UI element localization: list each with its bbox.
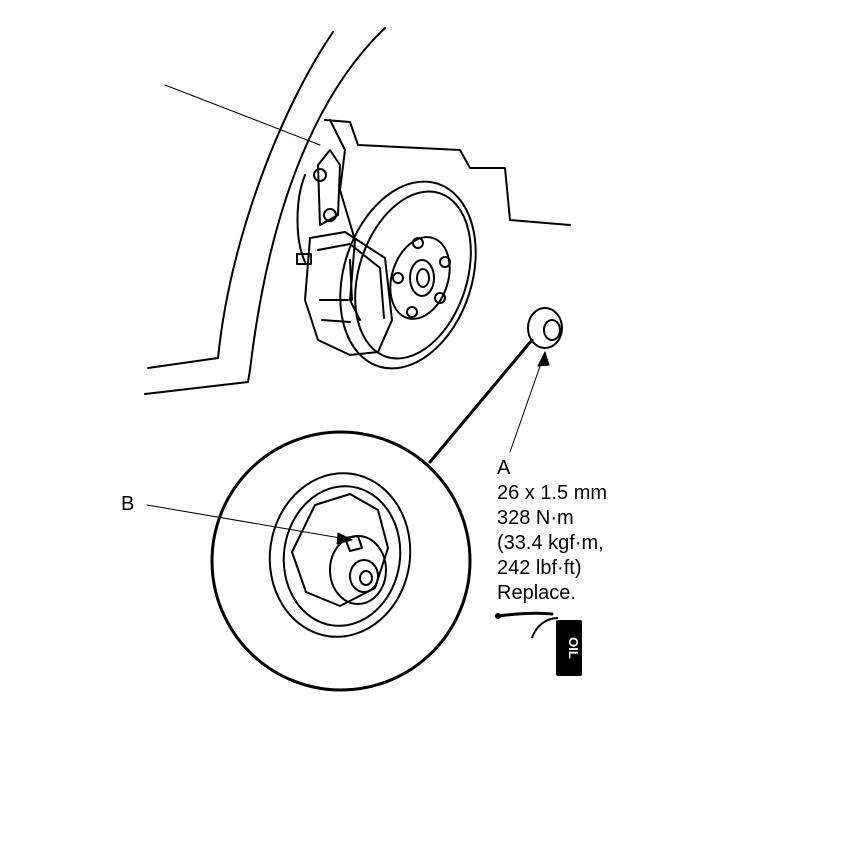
detail-hub-flange: [268, 472, 412, 638]
hub-center: [409, 259, 435, 297]
brake-caliper: [304, 231, 393, 356]
knuckle-bolt-2: [323, 208, 337, 222]
hub-spindle: [416, 268, 430, 288]
spec-line-replace: Replace.: [497, 582, 576, 604]
spec-line-torque-kgf: (33.4 kgf·m,: [497, 532, 604, 554]
knuckle-bolt-1: [313, 168, 327, 182]
leader-b: [146, 504, 353, 541]
body-lower-edge: [144, 381, 249, 395]
detail-nut-hex: [291, 493, 389, 607]
caliper-bracket: [317, 243, 385, 319]
fender-arch-inner: [217, 31, 334, 359]
leader-upper: [164, 84, 321, 146]
leader-a: [509, 351, 546, 453]
body-panel-edge: [324, 119, 571, 226]
fender-arch-outer: [247, 27, 386, 383]
spindle-nut-a-bore: [543, 319, 561, 341]
spindle-nut-a: [527, 307, 563, 349]
body-lower-line: [147, 357, 219, 369]
strut-knuckle: [329, 119, 361, 321]
oil-can-icon: OIL: [495, 611, 582, 676]
detail-hub-flange-inner: [282, 485, 402, 627]
brake-rotor-outer: [339, 180, 477, 370]
spec-line-size: 26 x 1.5 mm: [497, 482, 608, 504]
detail-spindle-bore: [359, 570, 373, 586]
caliper-detail: [319, 259, 353, 323]
spec-line-torque-nm: 328 N·m: [497, 507, 574, 529]
detail-spindle-end: [349, 559, 379, 593]
oil-can-label: OIL: [566, 637, 581, 659]
leader-b-arrowhead: [336, 532, 353, 545]
hub-flange: [389, 236, 451, 320]
detail-stake-notch: [344, 535, 363, 552]
hose-clip: [296, 253, 312, 265]
callout-label-b: B: [121, 493, 135, 515]
spec-line-torque-lbf: 242 lbf·ft): [497, 557, 582, 579]
detail-circle: [210, 430, 472, 692]
wheel-studs: [392, 237, 451, 318]
knuckle-body: [317, 149, 341, 226]
callout-label-a: A: [497, 457, 511, 479]
spec-callout-a: A 26 x 1.5 mm 328 N·m (33.4 kgf·m, 242 l…: [497, 456, 607, 606]
leader-a-arrowhead: [537, 351, 550, 367]
brake-rotor-rim: [354, 190, 472, 360]
brake-hose: [296, 174, 306, 263]
detail-connector-line: [428, 338, 534, 464]
